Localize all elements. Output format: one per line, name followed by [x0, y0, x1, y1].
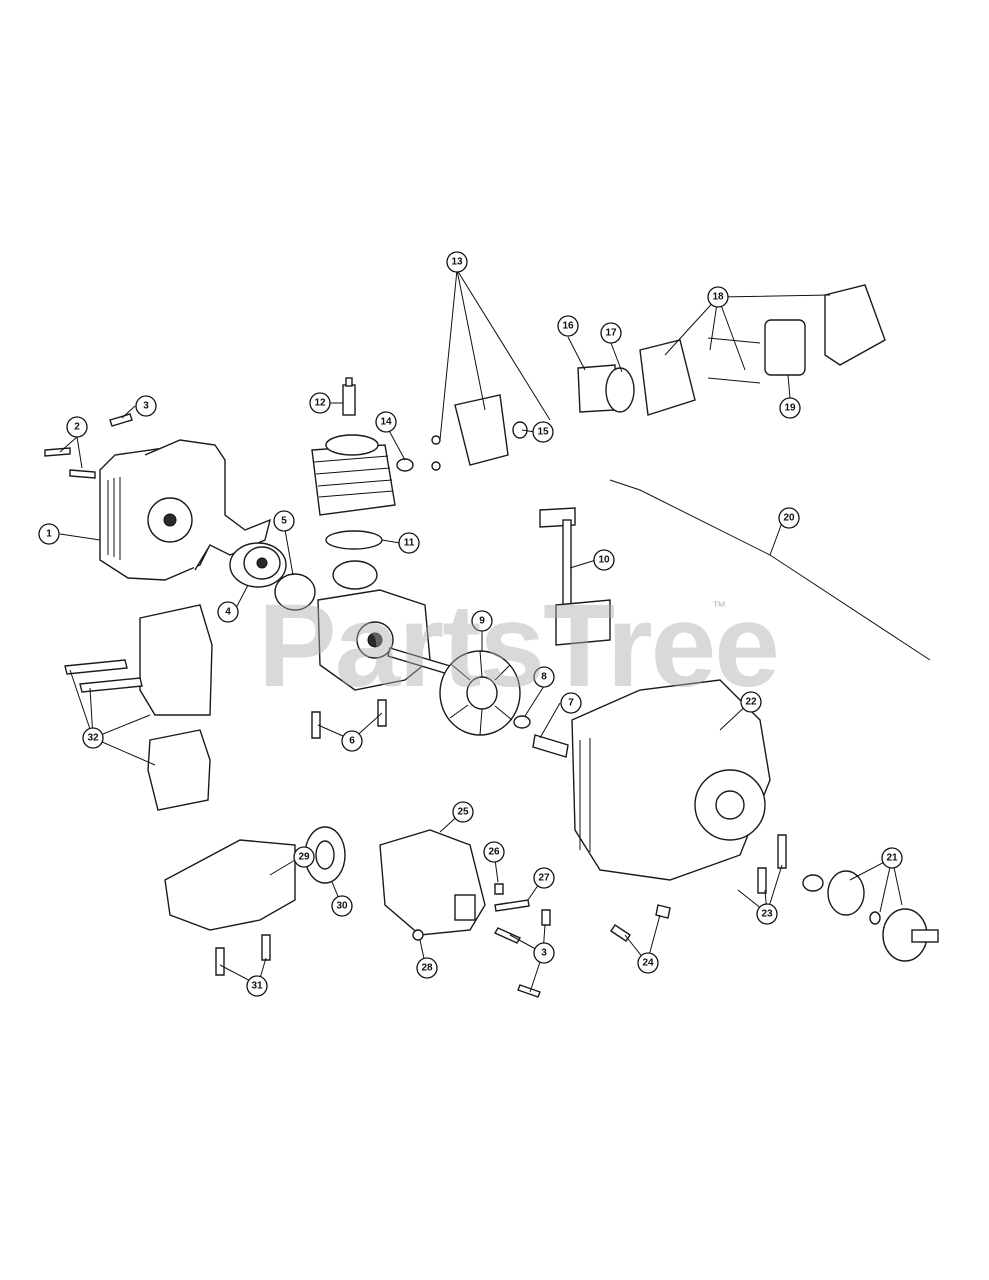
callout-6: 6 — [341, 730, 363, 752]
callout-20: 20 — [778, 507, 800, 529]
callout-9: 9 — [471, 610, 493, 632]
svg-text:5: 5 — [281, 516, 287, 527]
callout-14: 14 — [375, 411, 397, 433]
svg-text:10: 10 — [598, 555, 610, 566]
callout-7: 7 — [560, 692, 582, 714]
callout-21: 21 — [881, 847, 903, 869]
svg-text:25: 25 — [457, 807, 469, 818]
crankcase-part — [317, 560, 451, 691]
svg-text:15: 15 — [537, 427, 549, 438]
carburetor-parts — [431, 364, 635, 471]
sleeve-part — [532, 734, 569, 758]
svg-text:11: 11 — [404, 538, 415, 549]
callout-15: 15 — [532, 421, 554, 443]
svg-text:16: 16 — [562, 321, 574, 332]
callout-22: 22 — [740, 691, 762, 713]
svg-text:32: 32 — [87, 733, 99, 744]
callout-8: 8 — [533, 666, 555, 688]
callout-10: 10 — [593, 549, 615, 571]
callout-32: 32 — [82, 727, 104, 749]
callout-13: 13 — [446, 251, 468, 273]
callout-5: 5 — [273, 510, 295, 532]
svg-text:14: 14 — [380, 417, 392, 428]
clip-part — [396, 458, 414, 472]
svg-text:26: 26 — [488, 847, 500, 858]
ignition-coil-part — [539, 507, 611, 646]
svg-text:20: 20 — [783, 513, 795, 524]
trademark-symbol: ™ — [712, 598, 726, 614]
svg-text:8: 8 — [541, 672, 547, 683]
screw-parts-23-24 — [610, 834, 787, 942]
svg-text:3: 3 — [143, 401, 149, 412]
callout-3-top: 3 — [135, 395, 157, 417]
callout-28: 28 — [416, 957, 438, 979]
callout-16: 16 — [557, 315, 579, 337]
svg-text:12: 12 — [314, 398, 326, 409]
callout-31: 31 — [246, 975, 268, 997]
throttle-cable-part — [609, 479, 931, 661]
gasket-part — [325, 530, 383, 550]
callout-12: 12 — [309, 392, 331, 414]
flywheel-part — [439, 650, 521, 736]
callout-26: 26 — [483, 841, 505, 863]
fan-housing-part — [379, 829, 486, 936]
svg-text:2: 2 — [74, 422, 80, 433]
callout-25: 25 — [452, 801, 474, 823]
muffler-parts — [64, 604, 213, 811]
callout-29: 29 — [293, 846, 315, 868]
screw-parts — [44, 413, 133, 479]
washer-part — [513, 715, 531, 729]
svg-text:6: 6 — [349, 736, 355, 747]
callout-24: 24 — [637, 952, 659, 974]
engine-housing-part — [99, 439, 272, 581]
callout-23: 23 — [756, 903, 778, 925]
svg-text:18: 18 — [712, 292, 724, 303]
svg-text:17: 17 — [605, 328, 617, 339]
svg-text:31: 31 — [251, 981, 263, 992]
starter-pulley-part — [229, 542, 287, 588]
shaft-housing-part — [571, 679, 771, 881]
callout-3-bottom: 3 — [533, 942, 555, 964]
callout-11: 11 — [398, 532, 420, 554]
svg-text:4: 4 — [225, 607, 231, 618]
cylinder-part — [311, 434, 396, 516]
svg-text:9: 9 — [479, 616, 485, 627]
clutch-parts — [802, 870, 939, 962]
callout-19: 19 — [779, 397, 801, 419]
svg-text:19: 19 — [784, 403, 796, 414]
callout-4: 4 — [217, 601, 239, 623]
callout-17: 17 — [600, 322, 622, 344]
svg-text:24: 24 — [642, 958, 654, 969]
svg-text:7: 7 — [568, 698, 574, 709]
svg-text:1: 1 — [46, 529, 52, 540]
shield-parts — [164, 826, 346, 931]
callout-1: 1 — [38, 523, 60, 545]
spark-plug-part — [342, 377, 356, 416]
callout-2: 2 — [66, 416, 88, 438]
svg-text:27: 27 — [538, 873, 550, 884]
svg-text:22: 22 — [745, 697, 757, 708]
svg-text:3: 3 — [541, 948, 547, 959]
air-filter-parts — [639, 284, 886, 416]
callout-27: 27 — [533, 867, 555, 889]
screw-parts-misc — [215, 883, 551, 998]
svg-text:21: 21 — [886, 853, 898, 864]
svg-text:28: 28 — [421, 963, 433, 974]
callout-30: 30 — [331, 895, 353, 917]
svg-text:29: 29 — [298, 852, 310, 863]
callout-18: 18 — [707, 286, 729, 308]
svg-text:23: 23 — [761, 909, 773, 920]
ring-part — [274, 573, 316, 611]
svg-text:13: 13 — [451, 257, 463, 268]
svg-text:30: 30 — [336, 901, 348, 912]
